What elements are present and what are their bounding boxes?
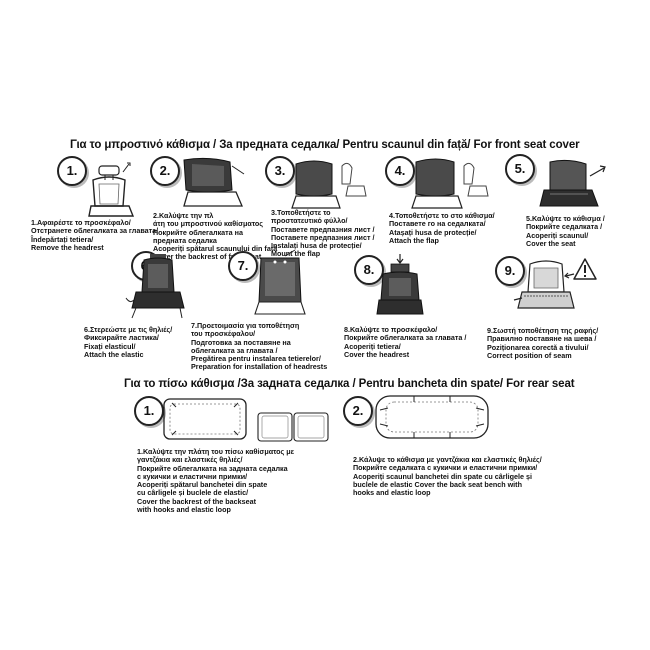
step-caption: 6.Στερεώστε με τις θηλιές/Фиксирайте лас… [84, 325, 173, 359]
step-caption: 4.Τοποθετήστε το στο κάθισμα/Поставете г… [389, 211, 495, 245]
step-number-badge: 2. [150, 156, 180, 186]
step-number-badge: 9. [495, 256, 525, 286]
step-caption: 1.Καλύψτε την πλάτη του πίσω καθίσματος … [137, 447, 295, 515]
seat-remove-headrest-illustration [88, 162, 135, 217]
step-caption: 5.Καλύψτε το κάθισμα /Покрийте седалката… [526, 214, 605, 248]
seat-prepare-headrest-illustration [254, 249, 306, 315]
step-number-badge: 5. [505, 154, 535, 184]
step-caption: 2.Κάλυψε το κάθισμα με γαντζάκια και ελα… [353, 455, 542, 498]
seat-cover-headrest-illustration [376, 254, 424, 315]
step-number-badge: 7. [228, 251, 258, 281]
rear-backrest-cover-illustration [163, 398, 329, 442]
step-number-badge: 2. [343, 396, 373, 426]
front-seat-header: Για το μπροστινό κάθισμα / За предната с… [70, 139, 580, 151]
rear-seat-header: Για το πίσω κάθισμα /За задната седалка … [124, 378, 575, 390]
step-caption: 8.Καλύψτε το προσκέφαλο/Покрийте облегал… [344, 325, 467, 359]
step-caption: 1.Αφαιρέστε το προσκέφαλο/Отстранете обл… [31, 218, 159, 252]
seat-cover-backrest-illustration [183, 157, 245, 207]
seat-mount-flap-illustration [291, 160, 367, 209]
step-number-badge: 3. [265, 156, 295, 186]
warning-triangle-icon [573, 258, 597, 280]
seat-attach-flap-illustration [411, 158, 489, 209]
seat-seam-position-illustration [513, 260, 575, 309]
arrow-icon [565, 273, 575, 277]
step-number-badge: 1. [57, 156, 87, 186]
step-number-badge: 4. [385, 156, 415, 186]
rear-seat-bench-cover-illustration [375, 395, 489, 439]
seat-cover-seat-illustration [539, 159, 606, 207]
step-number-badge: 8. [354, 255, 384, 285]
step-caption: 9.Σωστή τοποθέτηση της ραφής/Правилно по… [487, 326, 599, 360]
seat-attach-elastic-illustration [125, 254, 185, 319]
step-number-badge: 1. [134, 396, 164, 426]
